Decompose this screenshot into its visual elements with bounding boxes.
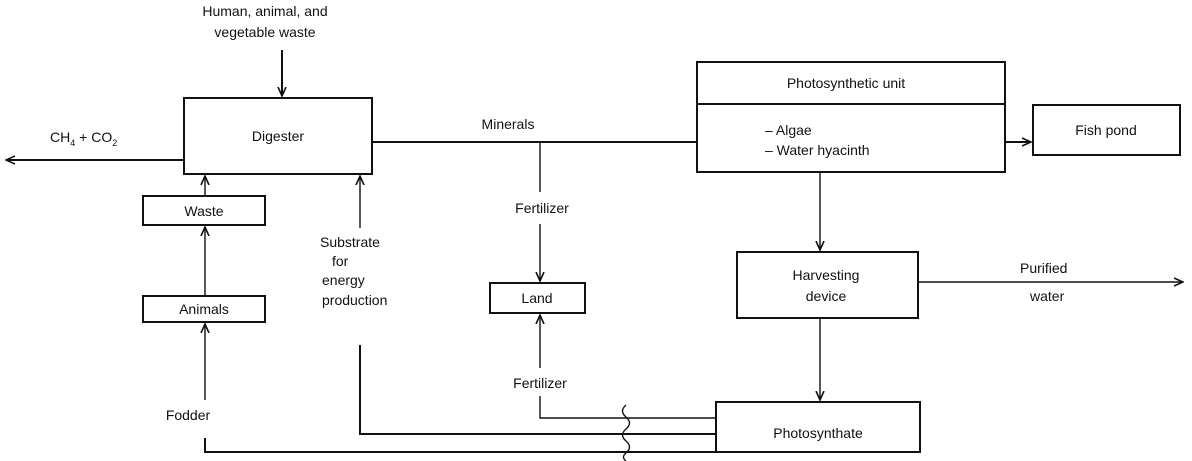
fish-pond-box [1032,104,1181,156]
gas-output-label: CH4 + CO2 [50,129,117,148]
purified-label: Purified [1020,260,1067,276]
photosynthate-label: Photosynthate [773,425,863,441]
fertilizer-return-line [539,396,716,419]
substrate-label-3: energy [322,272,365,288]
land-box [489,282,586,314]
fodder-label: Fodder [166,407,211,423]
harvesting-device-box [736,251,919,319]
photosynthetic-item-water-hyacinth: – Water hyacinth [765,142,870,158]
photosynthetic-unit-title: Photosynthetic unit [787,75,905,91]
fertilizer-top-label: Fertilizer [515,200,569,216]
animals-box [142,295,266,323]
fertilizer-bottom-label: Fertilizer [513,375,567,391]
substrate-label-2: for [332,253,349,269]
animals-label: Animals [179,301,229,317]
harvesting-label-2: device [806,288,847,304]
line-break-symbol [621,404,631,461]
photosynthetic-unit-box [696,61,1006,173]
fodder-return-line [204,438,716,453]
water-label: water [1029,288,1065,304]
substrate-return-line [359,345,716,435]
harvesting-label-1: Harvesting [793,267,860,283]
substrate-label-4: production [322,292,387,308]
waste-input-label-1: Human, animal, and [202,3,327,19]
land-label: Land [521,290,552,306]
minerals-label: Minerals [482,116,535,132]
substrate-label-1: Substrate [320,234,380,250]
waste-box [142,195,266,226]
photosynthetic-item-algae: – Algae [765,122,812,138]
digester-label: Digester [252,128,304,144]
waste-label: Waste [184,203,223,219]
digester-box [183,97,373,175]
photosynthate-box [715,401,921,453]
fish-pond-label: Fish pond [1075,122,1136,138]
waste-input-label-2: vegetable waste [214,24,315,40]
